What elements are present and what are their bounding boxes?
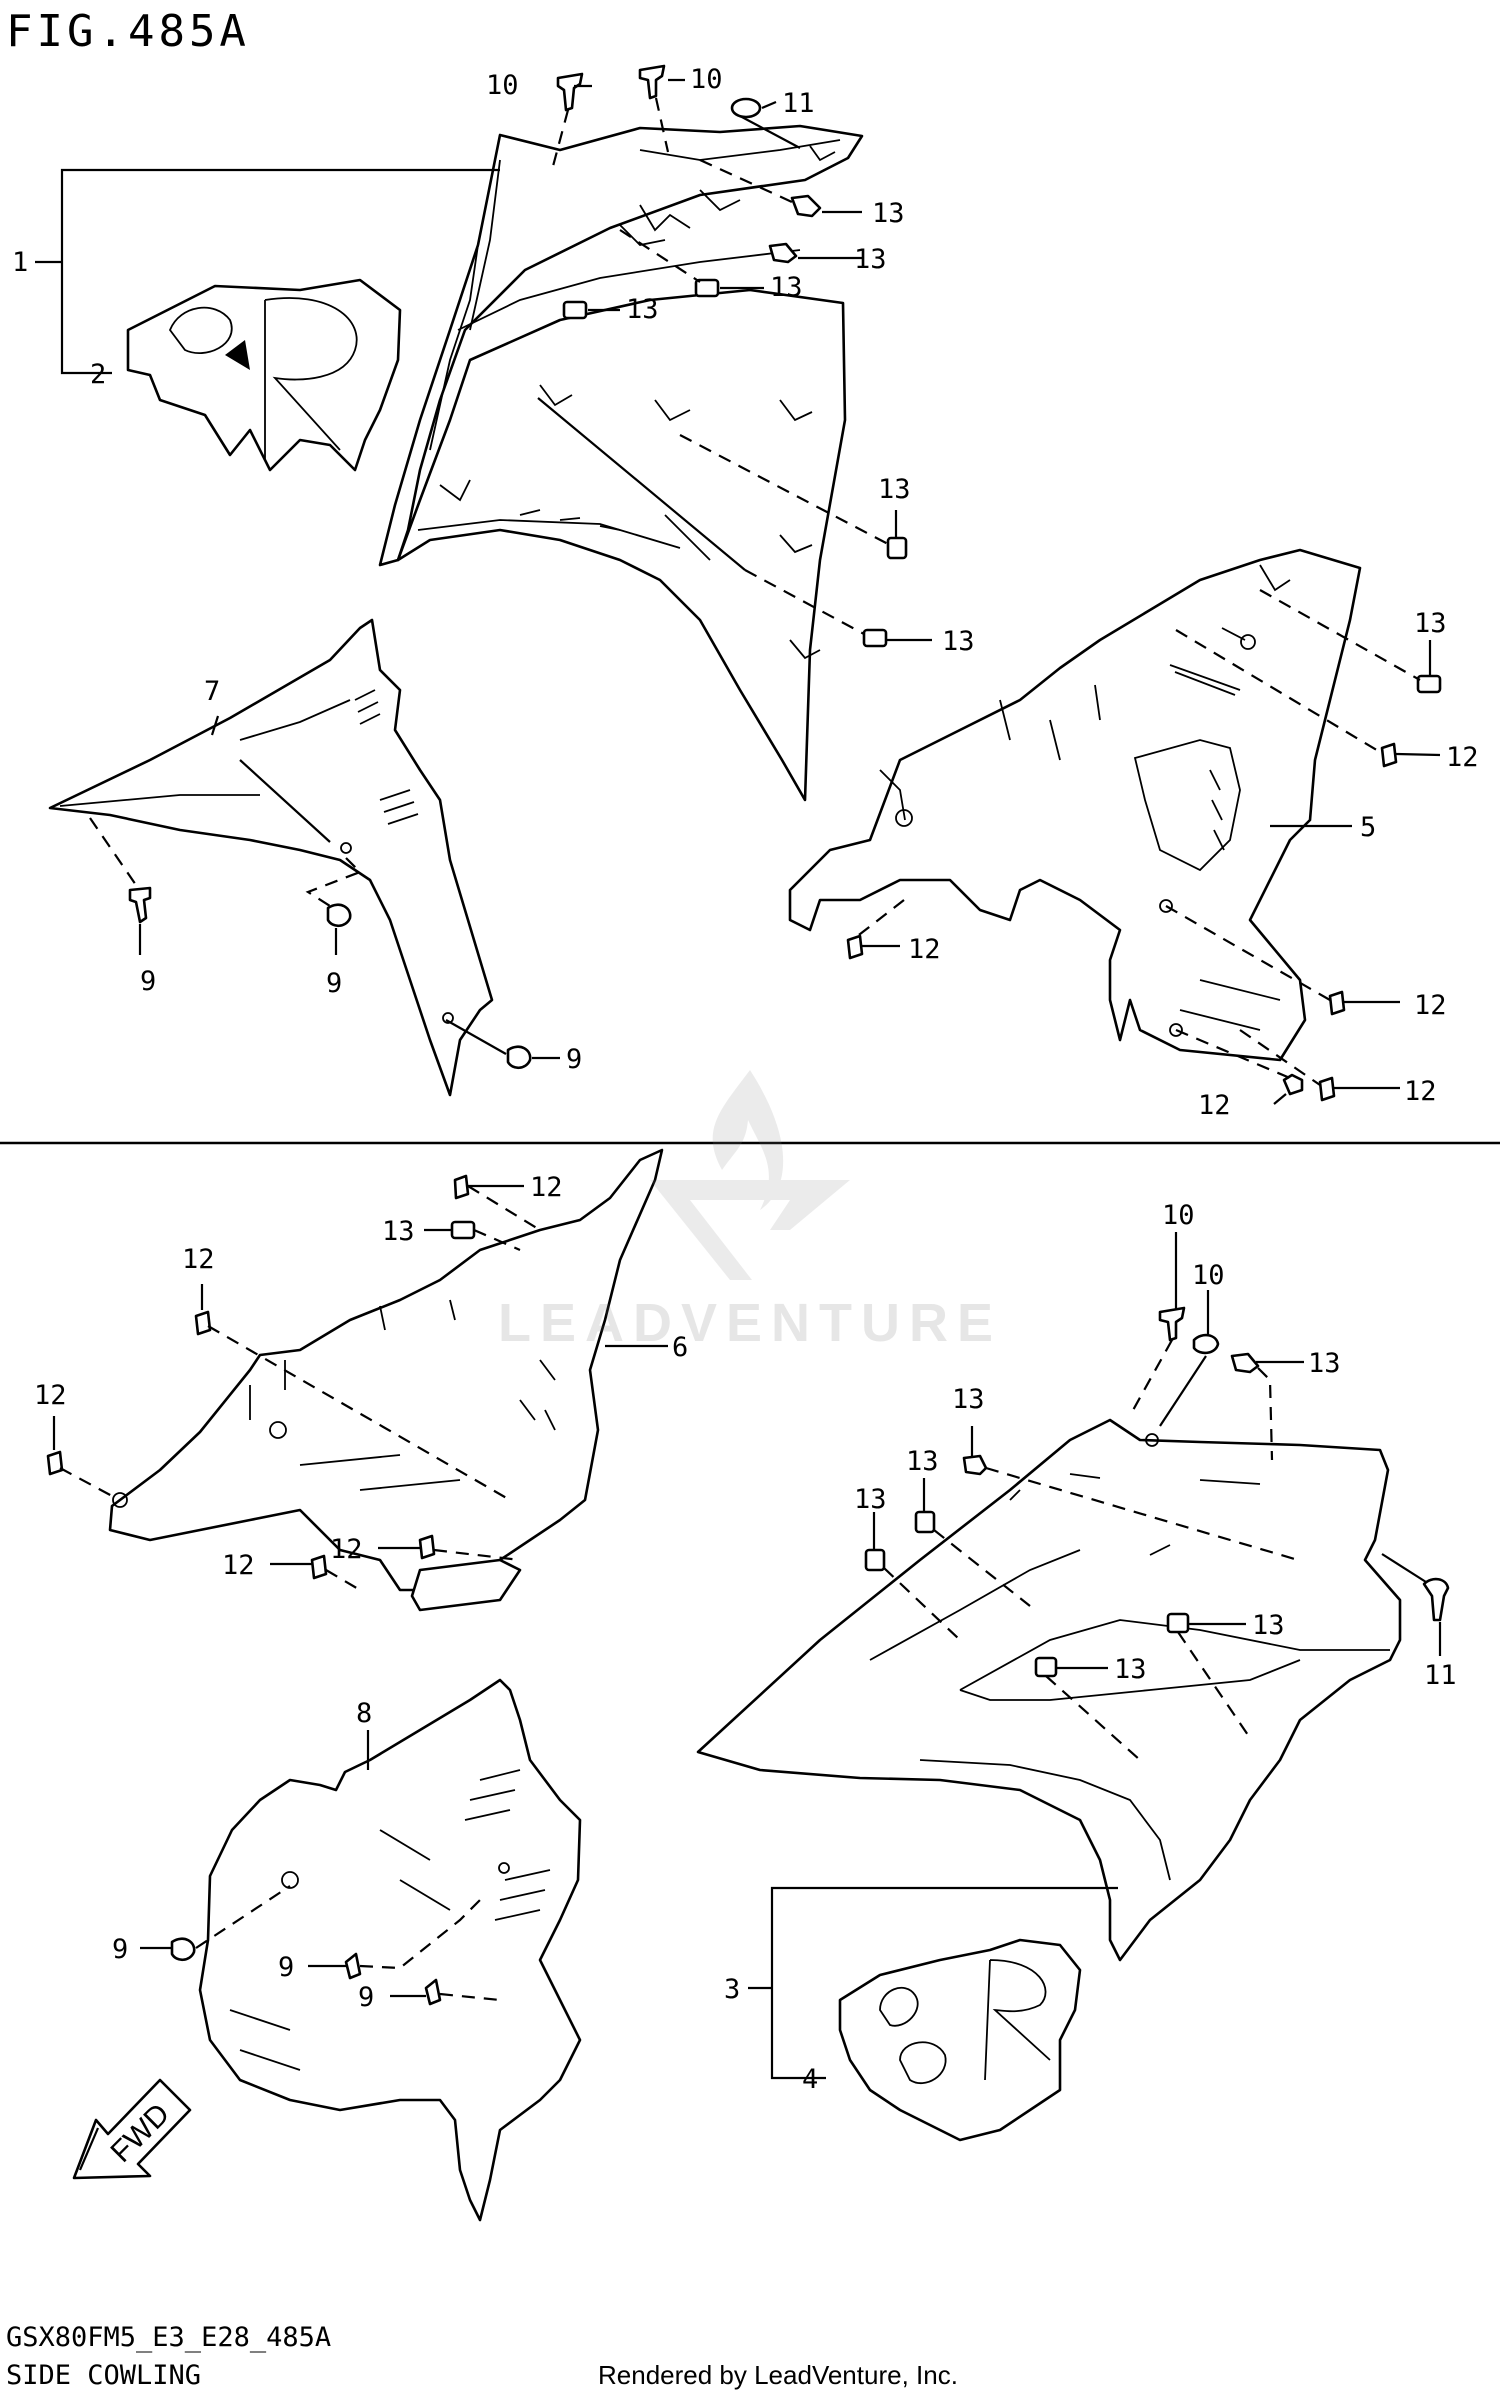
callout-9-b: 9: [326, 968, 342, 999]
part-7-inner-panel: [48, 618, 494, 1097]
clip-13-lower-left: [424, 1220, 521, 1252]
fasteners-lower-right: [1131, 1232, 1450, 1656]
callout-12-f: 12: [530, 1172, 563, 1203]
screw-9-group-lower: [140, 1885, 501, 2006]
section-name: SIDE COWLING: [6, 2360, 202, 2391]
callout-13-j: 13: [952, 1384, 985, 1415]
clip-13-lower-right: [864, 1426, 1299, 1761]
callout-13-n: 13: [1252, 1610, 1285, 1641]
part-5-inner-bracket: [788, 548, 1362, 1062]
callout-11-lower: 11: [1424, 1660, 1457, 1691]
callout-13-c: 13: [770, 272, 803, 303]
fastener-10-left: [550, 72, 584, 171]
callout-9-a: 9: [140, 966, 156, 997]
callout-9-c: 9: [566, 1044, 582, 1075]
callout-13-a: 13: [872, 198, 905, 229]
callout-10-d: 10: [1192, 1260, 1225, 1291]
part-2-decal: [126, 278, 402, 472]
figure-title: FIG.485A: [6, 6, 250, 57]
callout-13-g: 13: [1414, 608, 1447, 639]
callout-13-l: 13: [854, 1484, 887, 1515]
clip-13-upper-right: [1259, 589, 1442, 694]
callout-3: 3: [724, 1974, 740, 2005]
part-8-inner-panel: [198, 1678, 582, 2222]
callout-13-f: 13: [942, 626, 975, 657]
callout-12-c: 12: [1414, 990, 1447, 1021]
callout-13-e: 13: [878, 474, 911, 505]
callout-12-e: 12: [1198, 1090, 1231, 1121]
watermark-text: LEADVENTURE: [497, 1293, 1003, 1353]
callout-9-e: 9: [278, 1952, 294, 1983]
callout-10-c: 10: [1162, 1200, 1195, 1231]
callout-9-f: 9: [358, 1982, 374, 2013]
watermark: LEADVENTURE: [490, 1060, 1010, 1360]
callout-2: 2: [90, 359, 106, 390]
callout-13-h: 13: [382, 1216, 415, 1247]
part-4-decal: [838, 1938, 1082, 2142]
rendered-by-credit: Rendered by LeadVenture, Inc.: [598, 2360, 958, 2390]
bolt-12-group-upper: [846, 629, 1441, 1105]
callout-12-j: 12: [330, 1534, 363, 1565]
clip-13-group-mid: [537, 397, 932, 648]
model-code: GSX80FM5_E3_E28_485A: [6, 2322, 332, 2353]
callout-4: 4: [802, 2064, 818, 2095]
callout-8: 8: [356, 1698, 372, 1729]
callout-6: 6: [672, 1332, 688, 1363]
clip-13-group-top: [562, 158, 862, 320]
callout-11-top: 11: [782, 88, 815, 119]
callout-12-i: 12: [222, 1550, 255, 1581]
callout-13-b: 13: [854, 244, 887, 275]
callout-10-right: 10: [690, 64, 723, 95]
fastener-10-right: [638, 64, 670, 153]
fastener-11-top: [730, 97, 801, 149]
callout-12-a: 12: [1446, 742, 1479, 773]
callout-13-d: 13: [626, 294, 659, 325]
callout-13-m: 13: [1114, 1654, 1147, 1685]
callout-13-k: 13: [906, 1446, 939, 1477]
watermark-logo: [650, 1070, 850, 1280]
part-1-upper-cowling: [378, 124, 864, 802]
callout-12-d: 12: [1404, 1076, 1437, 1107]
callout-13-i: 13: [1308, 1348, 1341, 1379]
callout-12-b: 12: [908, 934, 941, 965]
fwd-arrow: FWD: [72, 2078, 192, 2180]
callout-10-left: 10: [486, 70, 519, 101]
part-3-lower-cowling: [696, 1418, 1402, 1962]
part-6-inner-panel: [108, 1148, 664, 1612]
callout-12-g: 12: [182, 1244, 215, 1275]
callout-12-h: 12: [34, 1380, 67, 1411]
callout-1: 1: [12, 247, 28, 278]
callout-7: 7: [204, 676, 220, 707]
callout-5: 5: [1360, 812, 1376, 843]
callout-9-d: 9: [112, 1934, 128, 1965]
callout-group-3-4: [748, 1886, 1118, 2080]
callout-group-1-2: [35, 168, 500, 375]
cowling-clip-mounts: [439, 145, 836, 660]
screw-9-group-upper: [89, 759, 560, 1070]
bolt-12-group-lower: [46, 1174, 541, 1591]
